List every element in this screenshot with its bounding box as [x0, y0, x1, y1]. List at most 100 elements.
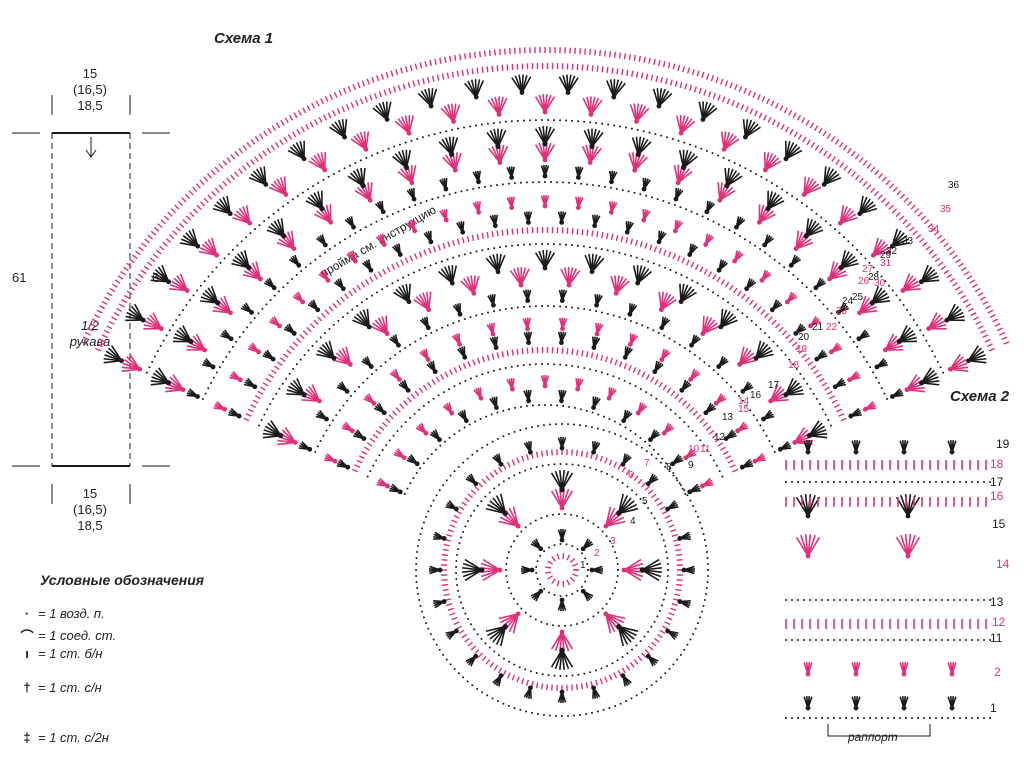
sc-tick	[729, 464, 736, 469]
sc-tick	[605, 356, 609, 363]
stitch-knot	[639, 567, 645, 573]
sc-tick	[974, 287, 981, 293]
stitch-fan-motif	[620, 673, 632, 687]
chain-dot	[535, 565, 538, 568]
chain-dot	[971, 599, 973, 601]
sc-tick	[873, 190, 879, 197]
chain-dot	[406, 487, 409, 490]
stitch-knot	[322, 242, 328, 248]
sc-tick	[741, 293, 746, 300]
chain-dot	[553, 243, 556, 246]
stitch-knot	[559, 445, 565, 451]
sc-tick	[485, 475, 491, 481]
stitch-knot	[538, 588, 544, 594]
chain-dot	[416, 550, 419, 553]
sc-tick	[662, 61, 666, 68]
sc-tick	[639, 241, 643, 248]
chain-dot	[771, 445, 774, 448]
schema2-row	[785, 599, 991, 601]
chain-dot	[656, 615, 659, 618]
stitch-fan-motif	[837, 205, 858, 226]
stitch-fan-motif	[900, 273, 921, 293]
chain-dot	[829, 224, 832, 227]
chain-dot	[784, 353, 787, 356]
stitch-knot	[137, 366, 143, 372]
chain-dot	[743, 238, 746, 241]
chain-dot	[809, 290, 812, 293]
sc-tick	[444, 56, 447, 63]
stitch-line	[680, 120, 696, 134]
chain-dot	[857, 599, 859, 601]
stitch-fan-motif	[398, 379, 411, 393]
chain-dot	[399, 350, 402, 353]
chain-dot	[370, 294, 373, 297]
chain-dot	[712, 459, 715, 462]
chain-dot	[531, 181, 534, 184]
stitch-knot	[291, 330, 297, 336]
sc-tick	[424, 61, 428, 68]
sc-tick	[338, 89, 343, 96]
sc-tick	[658, 381, 663, 388]
stitch-line	[785, 149, 803, 160]
chain-dot	[654, 133, 657, 136]
sc-tick	[344, 293, 349, 300]
sc-tick	[129, 286, 136, 291]
chain-dot	[579, 424, 582, 427]
sc-tick	[943, 242, 949, 248]
sc-tick	[835, 159, 840, 165]
chain-dot	[803, 639, 805, 641]
chain-dot	[449, 663, 452, 666]
sc-tick	[609, 357, 613, 364]
chain-dot	[571, 545, 574, 548]
stitch-knot	[648, 437, 653, 443]
sc-tick	[571, 348, 574, 355]
sc-tick	[149, 257, 156, 263]
sc-tick	[645, 373, 650, 380]
stitch-knot	[363, 146, 369, 152]
stitch-fan-motif	[673, 188, 684, 202]
stitch-knot	[319, 206, 325, 212]
chain-dot	[327, 175, 330, 178]
chain-dot	[257, 312, 260, 315]
chain-dot	[442, 653, 445, 656]
stitch-line	[270, 420, 282, 437]
chain-dot	[877, 381, 880, 384]
chain-dot	[721, 377, 724, 380]
sc-tick	[633, 54, 637, 62]
sc-tick	[566, 554, 571, 561]
sc-tick	[605, 232, 609, 240]
sc-tick	[242, 144, 248, 151]
sc-tick	[521, 678, 525, 685]
sc-tick	[123, 294, 130, 300]
chain-dot	[701, 285, 704, 288]
chain-dot	[553, 593, 556, 596]
sc-tick	[972, 316, 979, 321]
sc-tick	[816, 373, 822, 379]
stitch-knot	[345, 464, 351, 470]
chain-dot	[386, 215, 389, 218]
stitch-line	[617, 626, 625, 647]
stitch-knot	[769, 307, 775, 313]
sc-tick	[431, 379, 436, 385]
stitch-fan-motif	[659, 316, 671, 331]
stitch-fan-motif	[896, 325, 918, 344]
sc-tick	[703, 268, 708, 275]
chain-dot	[517, 244, 520, 247]
stitch-knot	[119, 358, 124, 364]
sc-tick	[214, 166, 220, 173]
sc-tick	[732, 468, 739, 473]
stitch-knot	[949, 705, 955, 711]
chain-dot	[613, 420, 616, 423]
stitch-knot	[256, 349, 262, 355]
stitch-fan-motif	[560, 267, 581, 288]
chain-dot	[378, 454, 381, 457]
chain-dot	[629, 319, 632, 322]
chain-dot	[421, 527, 424, 530]
chain-dot	[430, 453, 433, 456]
stitch-fan-motif	[828, 342, 843, 355]
chain-dot	[664, 266, 667, 269]
sc-tick	[666, 519, 673, 524]
stitch-knot	[603, 523, 609, 529]
stitch-fan-motif	[803, 218, 824, 239]
sc-tick	[693, 86, 697, 93]
